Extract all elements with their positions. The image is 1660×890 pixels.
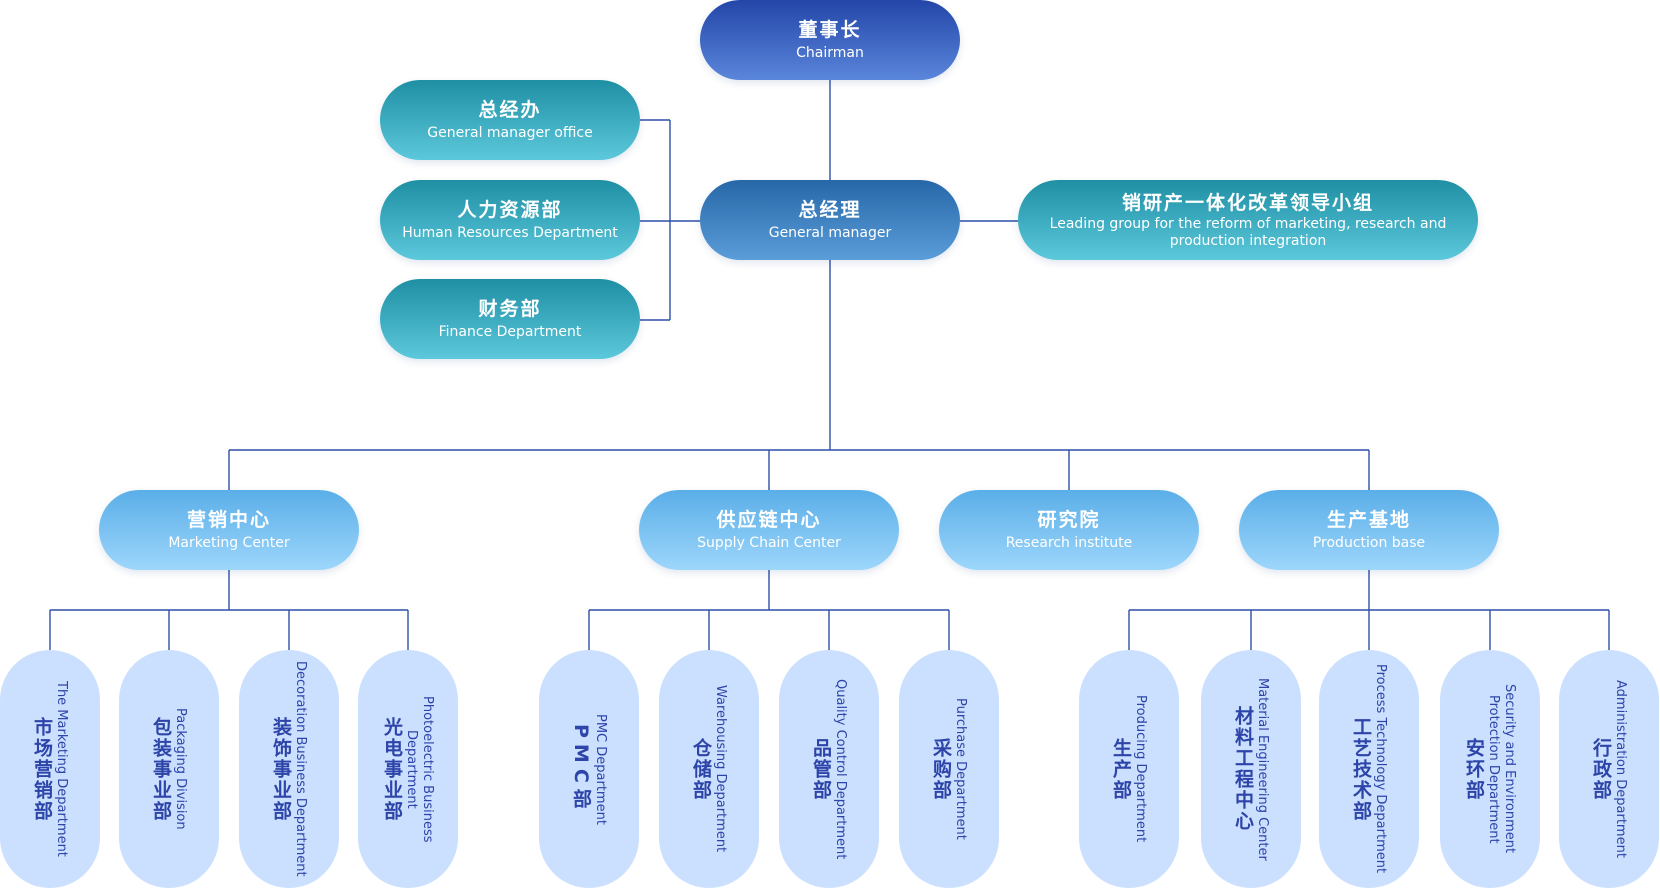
dept-cn: 包装事业部	[150, 716, 172, 822]
chairman-en: Chairman	[796, 45, 864, 61]
center-en: Marketing Center	[168, 535, 290, 551]
general-manager-box: 总经理 General manager	[700, 180, 960, 260]
reform-group-box: 销研产一体化改革领导小组 Leading group for the refor…	[1018, 180, 1478, 260]
dept-cn: 光电事业部	[381, 716, 403, 822]
finance-en: Finance Department	[438, 324, 582, 340]
dept-en: Warehousing Department	[713, 685, 728, 853]
dept-cn: 工艺技术部	[1350, 716, 1372, 822]
dept-en: PMC Department	[593, 713, 608, 825]
dept-cn: PMC部	[570, 724, 592, 814]
dept-cn: 采购部	[930, 737, 952, 801]
center-supply-chain: 供应链中心 Supply Chain Center	[639, 490, 899, 570]
center-cn: 营销中心	[186, 509, 271, 531]
center-en: Research institute	[1005, 535, 1133, 551]
center-cn: 研究院	[1037, 509, 1101, 531]
gm-office-box: 总经办 General manager office	[380, 80, 640, 160]
dept-en: Process Technology Department	[1373, 664, 1388, 874]
center-en: Supply Chain Center	[697, 535, 841, 551]
dept-en: Quality Control Department	[833, 678, 848, 860]
center-cn: 生产基地	[1326, 509, 1411, 531]
finance-cn: 财务部	[478, 298, 542, 320]
dept-cn: 材料工程中心	[1232, 706, 1254, 832]
center-marketing: 营销中心 Marketing Center	[99, 490, 359, 570]
dept-en: Administration Department	[1613, 680, 1628, 858]
hr-en: Human Resources Department	[402, 225, 618, 241]
dept-en: Decoration Business Department	[293, 661, 308, 877]
center-research: 研究院 Research institute	[939, 490, 1199, 570]
chairman-cn: 董事长	[798, 19, 862, 41]
hr-cn: 人力资源部	[457, 199, 563, 221]
chairman-box: 董事长 Chairman	[700, 0, 960, 80]
dept-cn: 装饰事业部	[270, 716, 292, 822]
dept-cn: 行政部	[1590, 737, 1612, 801]
dept-cn: 仓储部	[690, 737, 712, 801]
dept-en: Security and Environment Protection Depa…	[1486, 684, 1517, 854]
dept-cn: 安环部	[1463, 737, 1485, 801]
dept-cn: 生产部	[1110, 737, 1132, 801]
dept-en: Material Engineering Center	[1255, 677, 1270, 861]
finance-box: 财务部 Finance Department	[380, 279, 640, 359]
gm-office-en: General manager office	[427, 125, 593, 141]
general-manager-cn: 总经理	[798, 199, 862, 221]
general-manager-en: General manager	[768, 225, 892, 241]
dept-en: Producing Department	[1133, 695, 1148, 843]
dept-en: The Marketing Department	[54, 681, 69, 857]
center-production: 生产基地 Production base	[1239, 490, 1499, 570]
reform-group-en: Leading group for the reform of marketin…	[1049, 215, 1447, 249]
dept-en: Photoelectric Business Department	[404, 695, 435, 843]
reform-group-cn: 销研产一体化改革领导小组	[1121, 191, 1374, 214]
center-en: Production base	[1312, 535, 1426, 551]
dept-cn: 品管部	[810, 737, 832, 801]
gm-office-cn: 总经办	[478, 99, 542, 121]
hr-box: 人力资源部 Human Resources Department	[380, 180, 640, 260]
center-cn: 供应链中心	[716, 509, 822, 531]
dept-cn: 市场营销部	[31, 716, 53, 822]
dept-en: Purchase Department	[953, 698, 968, 840]
dept-en: Packaging Division	[173, 708, 188, 830]
